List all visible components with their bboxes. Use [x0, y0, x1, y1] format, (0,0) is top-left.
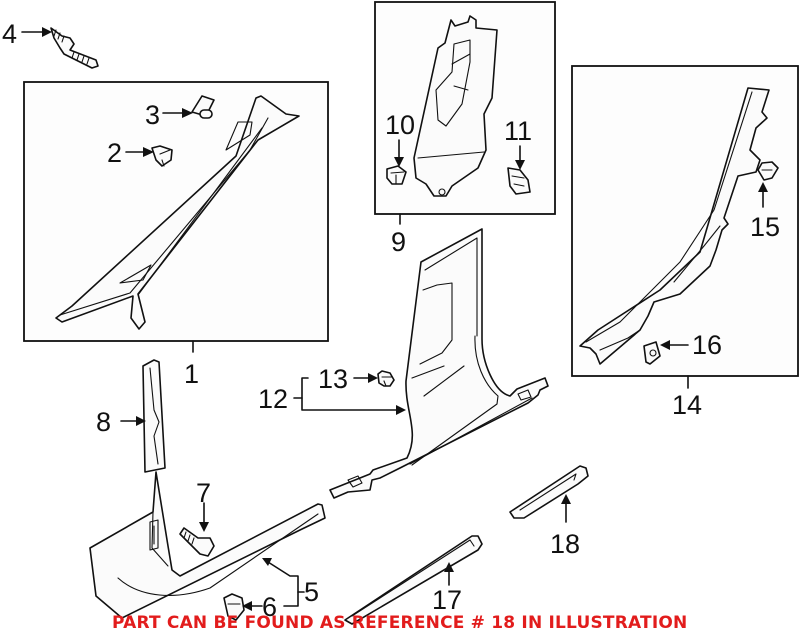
c-pillar-trim-icon	[579, 87, 770, 365]
b-pillar-lower-trim-icon	[329, 228, 549, 499]
bracket-12	[293, 377, 406, 415]
reference-notice: PART CAN BE FOUND AS REFERENCE # 18 IN I…	[112, 613, 688, 633]
callout-11: 11	[504, 116, 532, 146]
clip-2-icon	[125, 145, 173, 167]
callout-15: 15	[750, 212, 780, 242]
callout-10: 10	[385, 110, 415, 140]
front-scuff-plate-icon	[344, 535, 483, 625]
callout-6: 6	[262, 592, 277, 622]
callout-18: 18	[550, 529, 580, 559]
clip-6-icon	[223, 593, 263, 621]
clip-15-icon	[757, 161, 779, 208]
callout-4: 4	[2, 19, 17, 49]
b-pillar-upper-trim-icon	[413, 15, 498, 197]
rear-scuff-plate-icon	[509, 465, 589, 523]
callout-16: 16	[692, 330, 722, 360]
clip-3-icon	[162, 95, 215, 119]
callout-14: 14	[672, 390, 702, 420]
callout-2: 2	[107, 138, 122, 168]
callout-8: 8	[96, 407, 111, 437]
a-pillar-trim-icon	[55, 95, 300, 330]
clip-11-icon	[507, 145, 531, 195]
clip-16-icon	[643, 340, 689, 365]
callout-12: 12	[258, 384, 288, 414]
bolt-7-icon	[179, 502, 215, 557]
callout-3: 3	[145, 100, 160, 130]
stud-bolt-icon	[21, 27, 99, 69]
bracket-5	[262, 558, 305, 607]
callout-9: 9	[391, 227, 406, 257]
clip-13-icon	[353, 370, 395, 387]
callout-17: 17	[432, 585, 462, 615]
callout-1: 1	[184, 359, 199, 389]
callout-5: 5	[304, 577, 319, 607]
front-sill-trim-icon	[89, 471, 326, 619]
lower-a-pillar-trim-icon	[120, 359, 166, 473]
callout-7: 7	[196, 478, 211, 508]
callout-13: 13	[318, 364, 348, 394]
clip-10-icon	[386, 139, 407, 185]
